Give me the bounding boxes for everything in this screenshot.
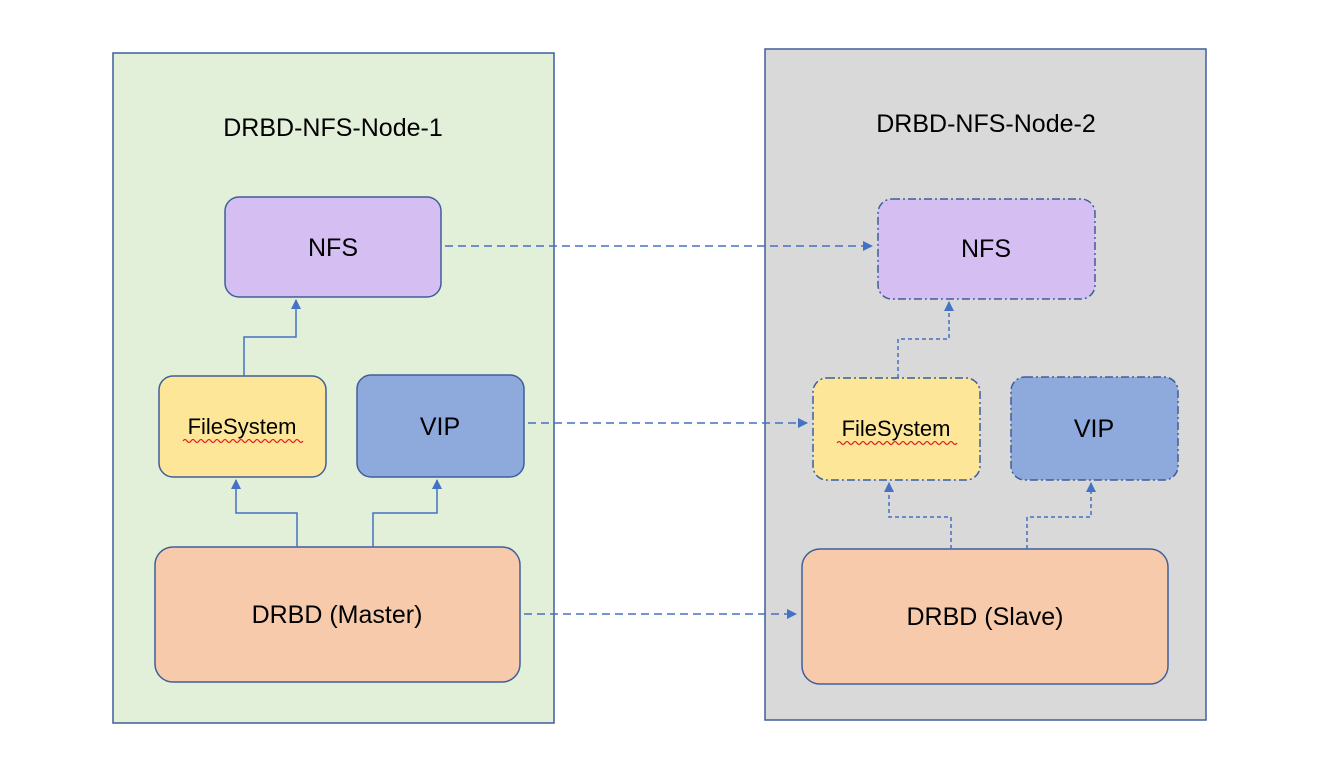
- node-2-nfs-label: NFS: [961, 235, 1011, 263]
- node-1-filesystem-label: FileSystem: [188, 414, 297, 439]
- node-2-spellcheck-squiggle: [836, 440, 958, 446]
- node-1-title: DRBD-NFS-Node-1: [223, 114, 442, 142]
- arrow-drbd-to-vip-node-2: [1026, 482, 1096, 549]
- node-2-filesystem-box: [812, 377, 981, 481]
- node-1-nfs-box: [224, 196, 442, 298]
- node-2-title: DRBD-NFS-Node-2: [876, 110, 1095, 138]
- arrow-drbd-to-filesystem-node-1: [231, 479, 298, 547]
- node-1-vip-label: VIP: [420, 413, 460, 441]
- node-2-drbd-label: DRBD (Slave): [907, 603, 1064, 631]
- node-2-vip-label: VIP: [1074, 415, 1114, 443]
- node-1-spellcheck-squiggle: [182, 438, 304, 444]
- arrow-filesystem-to-nfs-node-1: [243, 299, 301, 376]
- node-1-filesystem-box: [158, 375, 327, 478]
- node-1-container: DRBD-NFS-Node-1 NFS FileSystem VIP DRBD …: [112, 52, 555, 724]
- node-2-drbd-box: [801, 548, 1169, 685]
- node-1-nfs-label: NFS: [308, 234, 358, 262]
- node-2-vip-box: [1010, 376, 1179, 481]
- node-1-drbd-box: [154, 546, 521, 683]
- arrow-drbd-to-vip-node-1: [372, 479, 442, 547]
- node-2-filesystem-label: FileSystem: [842, 416, 951, 441]
- arrow-filesystem-to-nfs-node-2: [897, 301, 954, 378]
- node-2-nfs-box: [877, 198, 1096, 300]
- node-1-drbd-label: DRBD (Master): [252, 601, 423, 629]
- node-2-container: DRBD-NFS-Node-2 NFS FileSystem VIP DRBD …: [764, 48, 1207, 721]
- arrow-drbd-to-filesystem-node-2: [884, 482, 952, 549]
- node-1-vip-box: [356, 374, 525, 478]
